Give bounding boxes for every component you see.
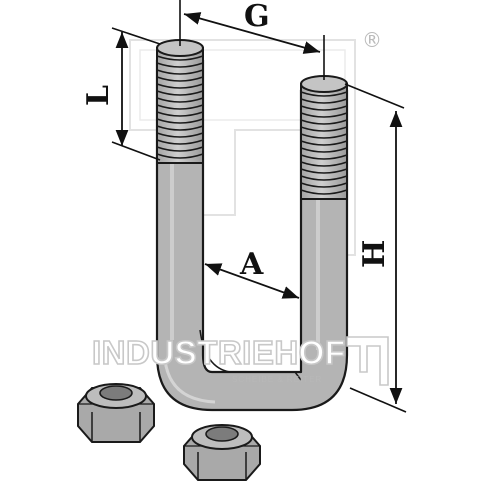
watermark-brand: INDUSTRIEHOF: [92, 334, 346, 371]
dimension-h: H: [344, 83, 407, 413]
thread-ridge: [300, 126, 348, 132]
thread-ridge: [300, 189, 348, 195]
thread-ridge: [156, 139, 204, 145]
thread-ridge: [156, 146, 204, 152]
thread-ridge: [300, 105, 348, 111]
thread-ridge: [156, 97, 204, 103]
thread-ridge: [300, 182, 348, 188]
thread-ridge: [300, 147, 348, 153]
watermark-text: INDUSTRIEHOF SCHEIBE & REITER: [91, 333, 389, 386]
label-l: L: [81, 85, 116, 106]
thread-ridge: [156, 62, 204, 68]
left-thread: [156, 39, 204, 164]
thread-ridge: [300, 168, 348, 174]
thread-ridge: [156, 111, 204, 117]
dimension-a: A: [204, 247, 300, 299]
thread-ridge: [300, 154, 348, 160]
label-a: A: [239, 247, 264, 282]
label-g: G: [244, 0, 270, 34]
thread-ridge: [156, 83, 204, 89]
registered-mark: ®: [362, 28, 382, 52]
dimension-l: L: [81, 27, 161, 161]
lock-nut-right: [183, 424, 261, 481]
thread-ridge: [156, 153, 204, 159]
thread-ridge: [156, 55, 204, 61]
thread-ridge: [300, 133, 348, 139]
thread-ridge: [300, 119, 348, 125]
thread-ridge: [300, 112, 348, 118]
thread-ridge: [156, 104, 204, 110]
lock-nut-left: [77, 383, 155, 443]
thread-ridge: [156, 132, 204, 138]
right-thread: [300, 75, 348, 200]
thread-ridge: [156, 125, 204, 131]
thread-ridge: [156, 90, 204, 96]
label-h: H: [357, 240, 392, 268]
thread-ridge: [300, 91, 348, 97]
thread-ridge: [156, 69, 204, 75]
thread-ridge: [300, 175, 348, 181]
thread-ridge: [300, 140, 348, 146]
thread-ridge: [156, 118, 204, 124]
thread-ridge: [300, 161, 348, 167]
thread-ridge: [300, 98, 348, 104]
dimension-g: G: [179, 0, 325, 80]
thread-ridge: [156, 76, 204, 82]
watermark-subtitle: SCHEIBE & REITER: [232, 375, 322, 384]
